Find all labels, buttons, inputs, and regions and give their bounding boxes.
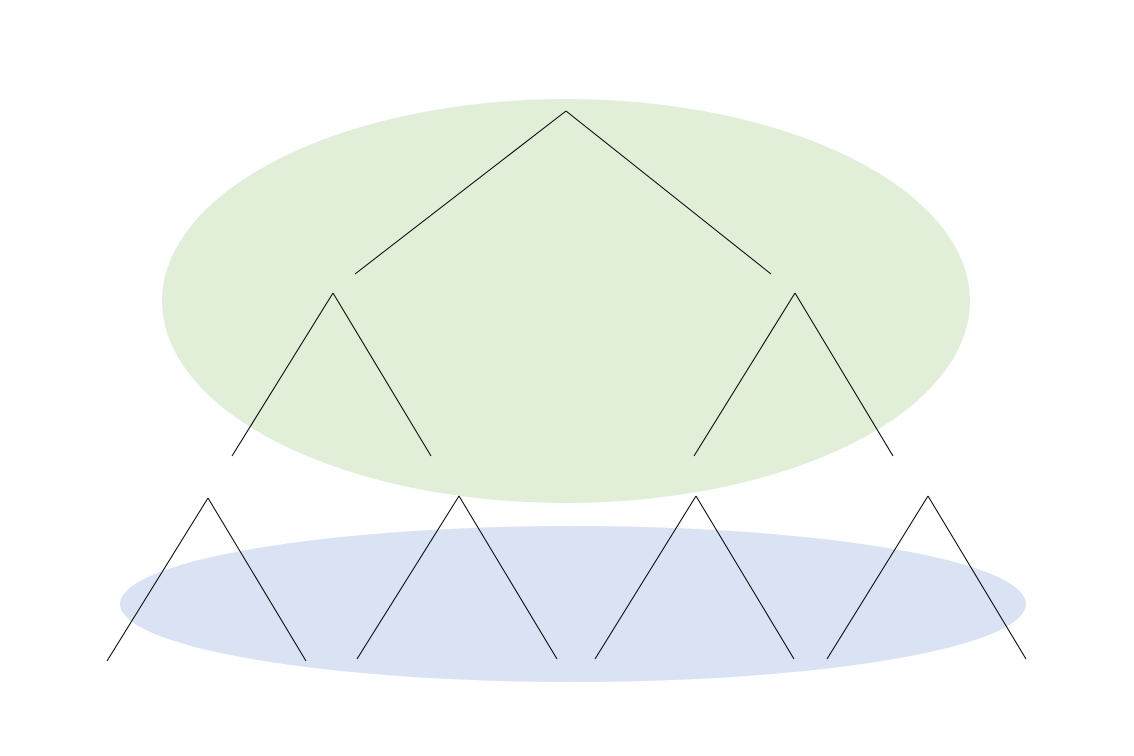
tree-edge [594, 495, 697, 660]
tree-edge [826, 495, 929, 660]
leaf-branch-2 [356, 495, 558, 660]
lower-region-ellipse [120, 526, 1026, 682]
left-subtree-branch [231, 292, 432, 457]
tree-edge [354, 110, 567, 275]
tree-edge [356, 495, 460, 660]
tree-edge [106, 497, 209, 662]
tree-edge [695, 495, 795, 660]
upper-region-ellipse [162, 99, 970, 503]
tree-edge [794, 292, 894, 457]
tree-edge [927, 495, 1027, 660]
right-subtree-branch [693, 292, 894, 457]
tree-edge [332, 292, 432, 457]
root-branch [354, 110, 772, 275]
leaf-branch-4 [826, 495, 1027, 660]
tree-edge [458, 495, 558, 660]
tree-edge [565, 110, 772, 275]
tree-edge [207, 497, 307, 662]
leaf-branch-3 [594, 495, 795, 660]
tree-edge [231, 292, 334, 457]
leaf-branch-1 [106, 497, 307, 662]
tree-edge [693, 292, 796, 457]
